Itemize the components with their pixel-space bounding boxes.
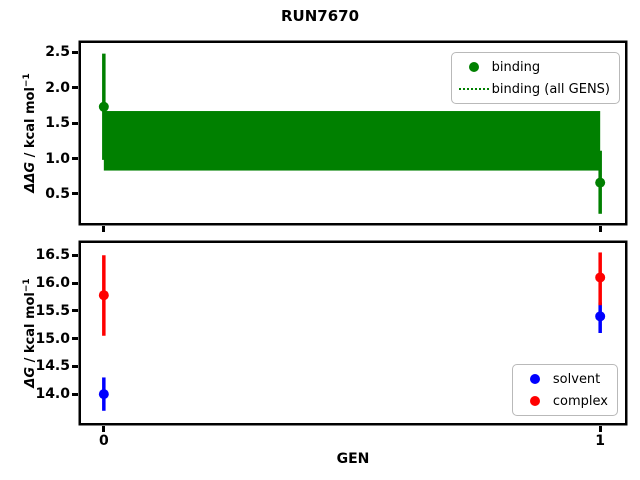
y-tick-label: 0.5	[45, 185, 70, 202]
y-tick-mark	[72, 50, 78, 54]
y-tick-label: 16.5	[35, 247, 70, 264]
y-axis-label-top-unit: / kcal mol	[23, 87, 39, 162]
solvent-point	[98, 389, 109, 400]
y-tick-mark	[72, 86, 78, 90]
figure-title: RUN7670	[280, 7, 360, 25]
y-axis-label-top-symbol: ΔΔG	[23, 161, 39, 193]
legend-marker-cell	[456, 62, 492, 72]
y-tick-label: 14.5	[35, 358, 70, 375]
x-axis-label: GEN	[336, 451, 370, 467]
y-tick-mark	[72, 157, 78, 160]
x-tick-mark	[598, 425, 602, 432]
y-axis-label-bottom-exponent: −1	[21, 278, 32, 293]
y-tick-mark	[72, 337, 78, 341]
y-axis-label-top-exponent: −1	[21, 73, 32, 88]
dotted-line-icon	[458, 88, 489, 90]
legend-item-binding: binding	[456, 56, 610, 78]
legend-label-solvent: solvent	[552, 371, 601, 387]
legend-bottom: solvent complex	[511, 364, 618, 416]
y-tick-mark	[72, 121, 78, 125]
y-tick-mark	[72, 309, 78, 313]
legend-label-binding: binding	[491, 59, 541, 75]
legend-item-complex: complex	[517, 390, 608, 412]
complex-dot-icon	[529, 396, 540, 406]
binding-dot-icon	[468, 62, 479, 72]
x-tick-mark	[598, 225, 602, 232]
y-tick-label: 1.0	[45, 150, 70, 167]
legend-marker-cell	[517, 396, 553, 406]
y-tick-label: 15.5	[35, 302, 70, 319]
y-tick-mark	[72, 192, 78, 196]
legend-marker-cell	[456, 88, 492, 90]
y-tick-mark	[72, 281, 78, 285]
x-tick-mark	[102, 425, 106, 432]
binding-point	[98, 101, 109, 112]
y-axis-label-top: ΔΔG / kcal mol−1	[22, 73, 38, 192]
y-tick-label: 16.0	[35, 275, 70, 291]
x-tick-label: 1	[595, 433, 606, 449]
y-tick-mark	[72, 392, 78, 396]
y-tick-mark	[72, 364, 78, 368]
legend-item-binding-all-gens: binding (all GENS)	[456, 78, 610, 100]
complex-point	[595, 272, 606, 283]
x-tick-label: 0	[98, 433, 109, 449]
y-tick-mark	[72, 253, 78, 257]
solvent-point	[595, 311, 606, 322]
y-tick-label: 2.0	[45, 79, 70, 96]
x-tick-mark	[102, 225, 106, 232]
axes-bottom: solvent complex	[81, 243, 625, 423]
legend-marker-cell	[517, 374, 553, 384]
legend-label-binding-all-gens: binding (all GENS)	[491, 81, 610, 97]
binding-all-gens-band	[103, 111, 601, 171]
y-tick-label: 15.0	[35, 330, 70, 347]
solvent-dot-icon	[529, 374, 540, 384]
y-tick-label: 14.0	[35, 386, 70, 403]
legend-item-solvent: solvent	[517, 368, 608, 390]
plot-area-top	[98, 53, 606, 214]
plot-area-bottom	[98, 252, 606, 411]
legend-label-complex: complex	[552, 393, 608, 409]
binding-point	[595, 177, 606, 188]
legend-top: binding binding (all GENS)	[450, 52, 620, 104]
complex-point	[98, 290, 109, 301]
y-tick-label: 2.5	[45, 44, 70, 61]
y-tick-label: 1.5	[45, 115, 70, 132]
axes-top: binding binding (all GENS)	[81, 43, 625, 223]
